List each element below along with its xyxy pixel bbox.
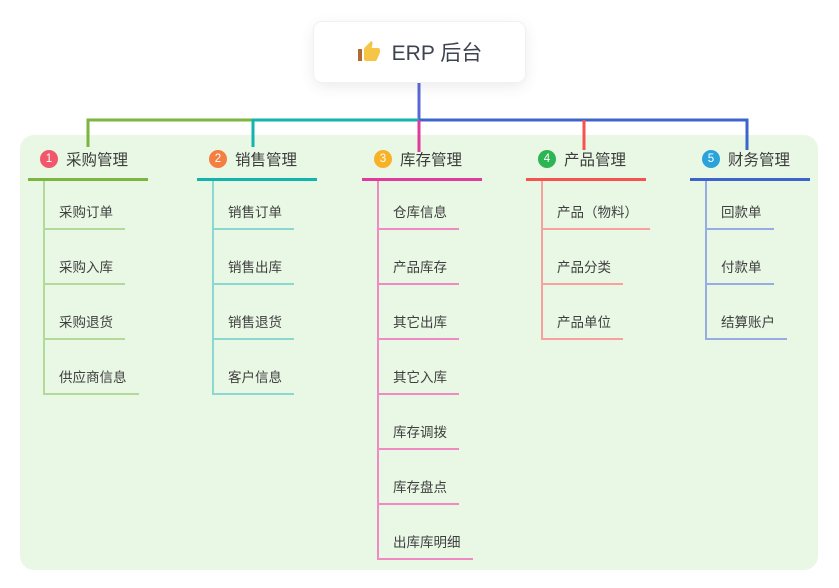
root-node[interactable]: ERP 后台: [314, 22, 525, 82]
child-node[interactable]: 库存盘点: [379, 450, 459, 505]
child-node[interactable]: 采购订单: [45, 181, 125, 230]
branch-children: 仓库信息产品库存其它出库其它入库库存调拨库存盘点出库库明细: [377, 181, 473, 560]
child-node[interactable]: 销售出库: [214, 230, 294, 285]
branch-number-badge: 2: [209, 150, 227, 168]
root-label: ERP 后台: [391, 42, 483, 65]
child-node[interactable]: 销售订单: [214, 181, 294, 230]
mindmap-canvas: 1 采购管理采购订单采购入库采购退货供应商信息 2 销售管理销售订单销售出库销售退货客…: [20, 135, 818, 570]
child-node[interactable]: 结算账户: [707, 285, 787, 340]
branch-finance: 5 财务管理回款单付款单结算账户: [690, 146, 811, 340]
branch-label: 财务管理: [728, 152, 791, 169]
branch-title-sales[interactable]: 2 销售管理: [197, 146, 318, 181]
thumbs-up-icon: [357, 40, 381, 64]
branch-number-badge: 4: [538, 150, 556, 168]
branch-title-product[interactable]: 4 产品管理: [526, 146, 647, 181]
child-node[interactable]: 产品（物料）: [543, 181, 650, 230]
branch-inventory: 3 库存管理仓库信息产品库存其它出库其它入库库存调拨库存盘点出库库明细: [362, 146, 483, 560]
child-node[interactable]: 产品分类: [543, 230, 623, 285]
branch-children: 回款单付款单结算账户: [705, 181, 787, 340]
branch-number-badge: 1: [40, 150, 58, 168]
child-node[interactable]: 其它出库: [379, 285, 459, 340]
branch-purchase: 1 采购管理采购订单采购入库采购退货供应商信息: [28, 146, 149, 395]
child-node[interactable]: 产品单位: [543, 285, 623, 340]
child-node[interactable]: 库存调拨: [379, 395, 459, 450]
branch-label: 采购管理: [66, 152, 129, 169]
child-node[interactable]: 出库库明细: [379, 505, 473, 560]
child-node[interactable]: 付款单: [707, 230, 774, 285]
branch-children: 销售订单销售出库销售退货客户信息: [212, 181, 294, 395]
branch-sales: 2 销售管理销售订单销售出库销售退货客户信息: [197, 146, 318, 395]
child-node[interactable]: 产品库存: [379, 230, 459, 285]
branch-number-badge: 5: [702, 150, 720, 168]
child-node[interactable]: 回款单: [707, 181, 774, 230]
child-node[interactable]: 采购退货: [45, 285, 125, 340]
branch-label: 产品管理: [564, 152, 627, 169]
child-node[interactable]: 销售退货: [214, 285, 294, 340]
child-node[interactable]: 其它入库: [379, 340, 459, 395]
branch-children: 采购订单采购入库采购退货供应商信息: [43, 181, 139, 395]
branch-number-badge: 3: [374, 150, 392, 168]
branch-title-finance[interactable]: 5 财务管理: [690, 146, 811, 181]
branch-title-inventory[interactable]: 3 库存管理: [362, 146, 483, 181]
child-node[interactable]: 仓库信息: [379, 181, 459, 230]
branch-children: 产品（物料）产品分类产品单位: [541, 181, 650, 340]
branch-label: 销售管理: [235, 152, 298, 169]
branch-product: 4 产品管理产品（物料）产品分类产品单位: [526, 146, 650, 340]
child-node[interactable]: 客户信息: [214, 340, 294, 395]
child-node[interactable]: 供应商信息: [45, 340, 139, 395]
branch-label: 库存管理: [400, 152, 463, 169]
child-node[interactable]: 采购入库: [45, 230, 125, 285]
branch-title-purchase[interactable]: 1 采购管理: [28, 146, 149, 181]
